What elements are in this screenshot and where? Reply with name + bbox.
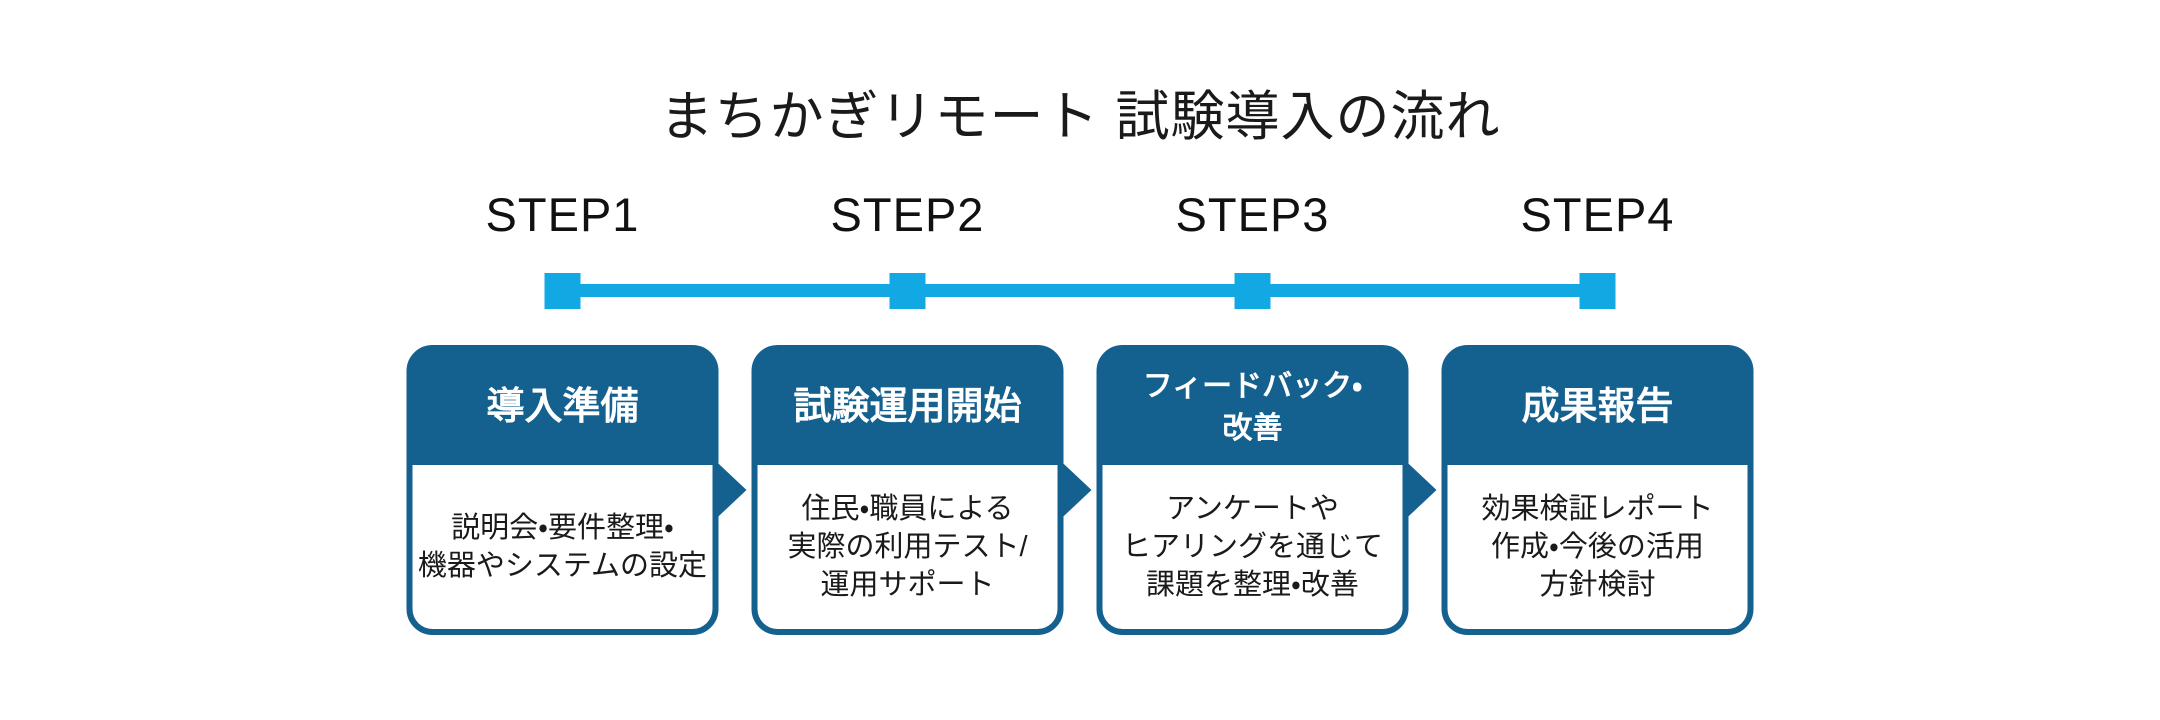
step-label-2: STEP2 bbox=[830, 188, 985, 241]
step-card-4-body: 効果検証レポート 作成・今後の活用 方針検討 bbox=[1447, 465, 1748, 629]
arrow-right-icon bbox=[1057, 458, 1092, 522]
step-card-1-description: 説明会・要件整理・ 機器やシステムの設定 bbox=[417, 512, 708, 582]
arrow-right-icon bbox=[1402, 458, 1437, 522]
step-labels-row: STEP1 STEP2 STEP3 STEP4 bbox=[407, 191, 1754, 238]
step-card-2-title: 試験運用開始 bbox=[793, 386, 1022, 429]
timeline-node-marker-1 bbox=[544, 273, 581, 309]
timeline bbox=[407, 273, 1754, 309]
step-cards-row: 導入準備 説明会・要件整理・ 機器やシステムの設定 試験運用開始 住民・職員によ… bbox=[406, 345, 1754, 635]
timeline-node-marker-3 bbox=[1234, 273, 1271, 309]
page-title: まちかぎリモート 試験導入の流れ bbox=[659, 87, 1501, 147]
step-card-4: 成果報告 効果検証レポート 作成・今後の活用 方針検討 bbox=[1441, 345, 1754, 635]
step-card-1-header: 導入準備 bbox=[413, 351, 713, 465]
step-card-2-header: 試験運用開始 bbox=[758, 351, 1058, 465]
step-card-4-header: 成果報告 bbox=[1448, 351, 1748, 465]
step-card-1-body: 説明会・要件整理・ 機器やシステムの設定 bbox=[412, 465, 713, 629]
arrow-right-icon bbox=[712, 458, 747, 522]
step-card-3: フィードバック・ 改善 アンケートや ヒアリングを通じて 課題を整理・改善 bbox=[1096, 345, 1437, 635]
step-card-2: 試験運用開始 住民・職員による 実際の利用テスト/ 運用サポート bbox=[751, 345, 1092, 635]
timeline-node-marker-4 bbox=[1579, 273, 1616, 309]
step-card-3-body: アンケートや ヒアリングを通じて 課題を整理・改善 bbox=[1102, 465, 1403, 629]
timeline-node-marker-2 bbox=[889, 273, 926, 309]
step-card-2-description: 住民・職員による 実際の利用テスト/ 運用サポート bbox=[787, 493, 1028, 601]
step-card-2-body: 住民・職員による 実際の利用テスト/ 運用サポート bbox=[757, 465, 1058, 629]
step-card-1-title: 導入準備 bbox=[486, 386, 639, 429]
flow-wrapper: STEP1 STEP2 STEP3 STEP4 導入準備 説明会・要件整理・ 機… bbox=[406, 0, 1754, 720]
timeline-bar bbox=[562, 284, 1598, 297]
step-card-1: 導入準備 説明会・要件整理・ 機器やシステムの設定 bbox=[406, 345, 747, 635]
step-card-3-title: フィードバック・ 改善 bbox=[1142, 370, 1363, 445]
step-label-1: STEP1 bbox=[485, 188, 640, 241]
step-card-4-title: 成果報告 bbox=[1521, 386, 1674, 429]
step-card-4-description: 効果検証レポート 作成・今後の活用 方針検討 bbox=[1481, 493, 1714, 601]
step-label-3: STEP3 bbox=[1175, 188, 1330, 241]
step-card-3-description: アンケートや ヒアリングを通じて 課題を整理・改善 bbox=[1121, 493, 1383, 601]
step-label-4: STEP4 bbox=[1520, 188, 1675, 241]
step-card-3-header: フィードバック・ 改善 bbox=[1103, 351, 1403, 465]
